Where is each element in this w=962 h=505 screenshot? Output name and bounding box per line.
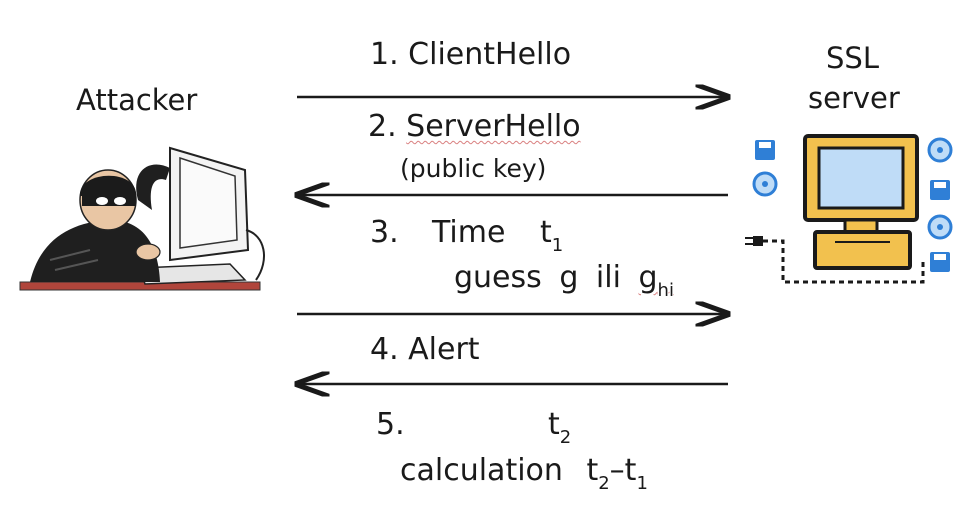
g-var: g [559, 260, 579, 295]
server-computer-icon [745, 134, 953, 284]
disc-icon [752, 171, 778, 197]
g-hi: ghi [638, 260, 674, 301]
t1-sub: 1 [551, 235, 564, 256]
t1-var: t [540, 215, 552, 250]
floppy-icon [755, 140, 775, 160]
step5-t2: t2 [548, 407, 571, 447]
step3-number: 3. [370, 215, 399, 250]
diff-expr: t2–t1 [586, 453, 648, 494]
step5-calculation: calculation t2–t1 [400, 453, 648, 494]
guess-word: guess [454, 260, 542, 295]
step3-guess-line: guess g ili ghi [454, 260, 674, 301]
disc-icon [927, 214, 953, 240]
floppy-icon [930, 180, 950, 200]
step1-label: 1. ClientHello [370, 37, 572, 72]
step4-label: 4. Alert [370, 332, 480, 367]
calc-word: calculation [400, 453, 563, 488]
server-label-line1: SSL [826, 41, 879, 75]
step2-label: 2. ServerHello [368, 112, 581, 142]
server-label-line2: server [808, 81, 900, 115]
ili-word: ili [595, 260, 621, 295]
disc-icon [927, 137, 953, 163]
step3-t1: t1 [540, 215, 563, 255]
step2-note: (public key) [400, 154, 547, 183]
step3-time-word: Time [432, 215, 506, 250]
server-hello-word: ServerHello [406, 109, 581, 144]
floppy-icon [930, 252, 950, 272]
hacker-at-computer-icon [19, 146, 265, 291]
t2-sub: 2 [559, 427, 572, 448]
attacker-label: Attacker [76, 83, 198, 117]
step5-number: 5. [376, 407, 405, 442]
t2-var: t [548, 407, 560, 442]
step2-text: 2. ServerHello [368, 109, 581, 144]
